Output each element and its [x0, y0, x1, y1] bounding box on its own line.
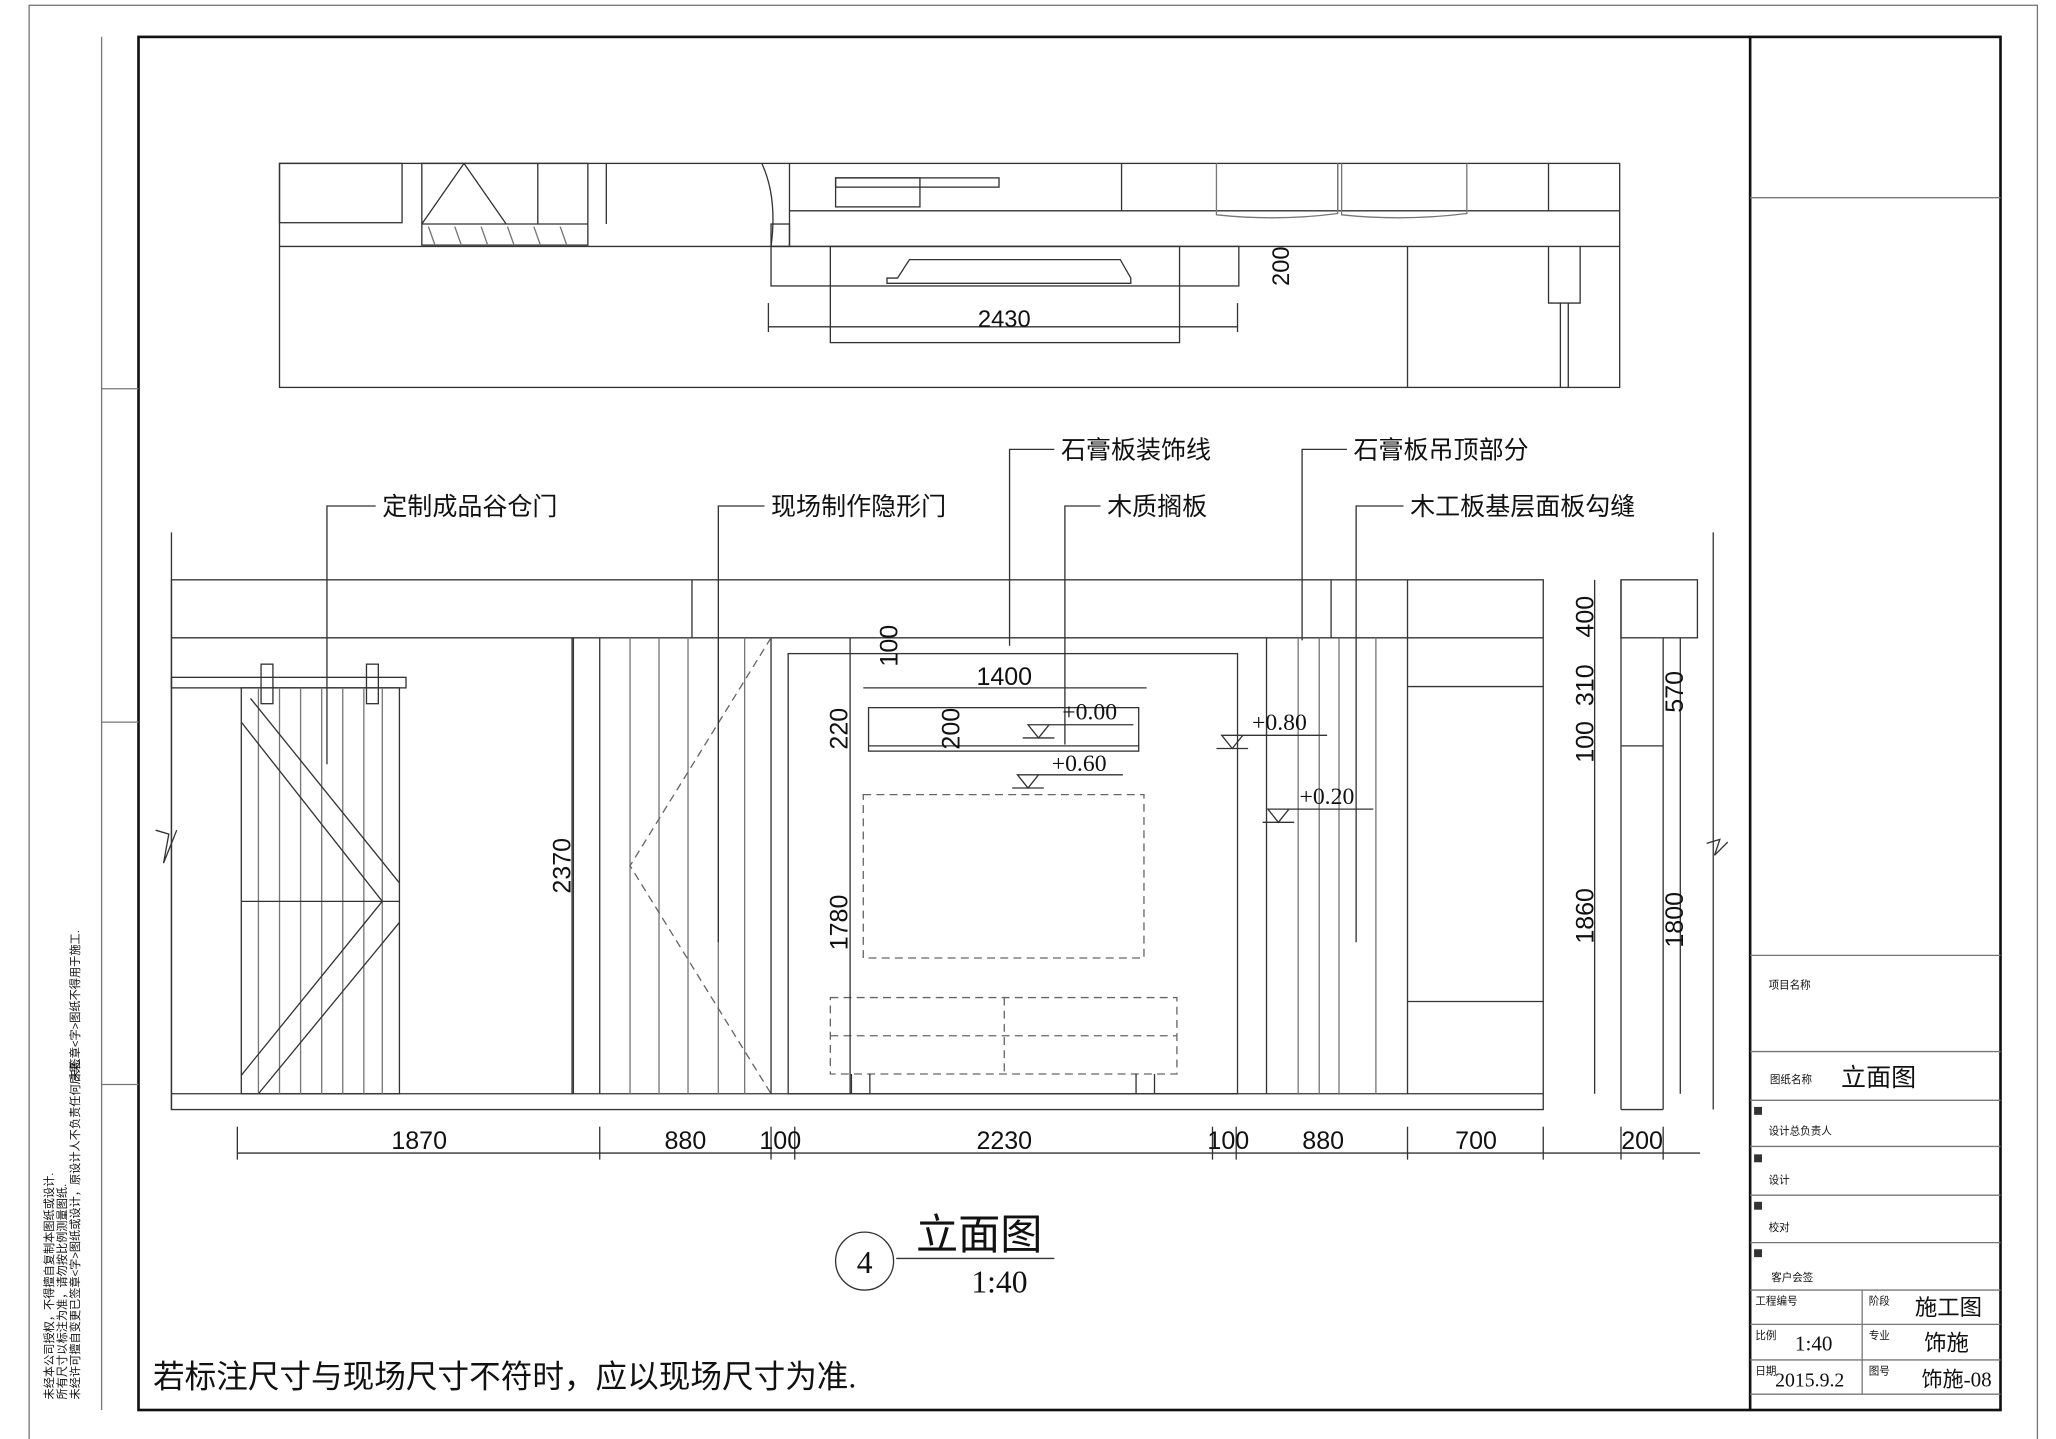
dim-door-height: 2370 [549, 838, 577, 894]
dim-shelf-220: 220 [825, 708, 853, 750]
date-value: 2015.9.2 [1775, 1369, 1844, 1391]
callout-barn-door: 定制成品谷仓门 [382, 493, 557, 521]
callout-panel-groove: 木工板基层面板勾缝 [1410, 493, 1635, 521]
checker-label: 校对 [1769, 1221, 1791, 1234]
drawing-name-label: 图纸名称 [1770, 1073, 1813, 1086]
dim-shelf-width: 1400 [976, 663, 1032, 691]
level-0-00: +0.00 [1062, 699, 1117, 725]
callout-gypsum-ceiling: 石膏板吊顶部分 [1353, 437, 1528, 465]
scale-value: 1:40 [1795, 1332, 1832, 1356]
dim-bottom-4: 2230 [976, 1127, 1032, 1155]
dim-bottom-1: 1870 [391, 1127, 447, 1155]
dim-bottom-8: 200 [1621, 1127, 1663, 1155]
sheet-label: 图号 [1869, 1365, 1890, 1377]
dim-bottom-3: 100 [759, 1127, 801, 1155]
stage-value: 施工图 [1915, 1295, 1982, 1320]
dim-bottom-7: 700 [1455, 1127, 1497, 1155]
barn-door [170, 663, 407, 1095]
level-0-20: +0.20 [1299, 784, 1354, 810]
callout-hidden-door: 现场制作隐形门 [771, 493, 946, 521]
page-border [28, 4, 2039, 1439]
callout-gypsum-line: 石膏板装饰线 [1061, 437, 1211, 465]
title-block: 项目名称 图纸名称 设计总负责人 设计 校对 客户会签 工程编号 阶段 比例 专… [1748, 36, 2001, 1411]
plan-view: 2430 200 [278, 162, 1621, 389]
scale-label: 比例 [1755, 1329, 1776, 1342]
disclaimer: 若标注尺寸与现场尺寸不符时，应以现场尺寸为准. [153, 1360, 856, 1395]
dim-shelf-200: 200 [937, 708, 965, 750]
dim-right-100: 100 [1571, 721, 1599, 763]
discipline-value: 饰施 [1924, 1331, 1969, 1356]
note-3: 未经许可擅自变更已签章<字>图纸或设计，原设计人不负责任何后果. [68, 1059, 82, 1400]
sheet-value: 饰施-08 [1921, 1367, 1991, 1391]
dim-bottom-5: 100 [1207, 1127, 1249, 1155]
left-binding-strip [100, 36, 139, 1411]
dim-tv-height: 1780 [825, 895, 853, 951]
chief-label: 设计总负责人 [1769, 1125, 1833, 1138]
project-no-label: 工程编号 [1755, 1295, 1797, 1308]
discipline-label: 专业 [1869, 1329, 1890, 1342]
view-label: 4 立面图 1:40 [834, 1212, 1055, 1300]
note-4: 未签章<字>图纸不得用于施工. [68, 930, 82, 1080]
view-scale: 1:40 [971, 1265, 1027, 1300]
dim-side-1800: 1800 [1661, 892, 1689, 948]
drawing-frame [137, 35, 2002, 1412]
dim-bottom-2: 880 [665, 1127, 707, 1155]
note-1: 未经本公司授权，不得擅自复制本图纸或设计. [42, 1173, 56, 1400]
plan-width-dim: 2430 [978, 307, 1031, 333]
designer-label: 设计 [1769, 1173, 1791, 1186]
view-number: 4 [857, 1245, 873, 1280]
dim-right-310: 310 [1571, 664, 1599, 706]
dim-frame-top: 100 [876, 625, 904, 667]
drawing-name: 立面图 [1841, 1064, 1916, 1092]
dim-right-400: 400 [1571, 596, 1599, 638]
view-title: 立面图 [916, 1212, 1042, 1259]
project-label: 项目名称 [1769, 978, 1812, 991]
dim-right-1860: 1860 [1571, 888, 1599, 944]
date-label: 日期 [1755, 1365, 1776, 1377]
client-label: 客户会签 [1771, 1271, 1814, 1284]
dim-side-570: 570 [1661, 671, 1689, 713]
plan-depth-dim: 200 [1269, 246, 1295, 286]
level-0-80: +0.80 [1252, 710, 1307, 736]
stage-label: 阶段 [1869, 1295, 1891, 1308]
level-0-60: +0.60 [1052, 751, 1107, 777]
note-2: 所有尺寸以标注为准，请勿按比例测量图纸. [55, 1184, 69, 1400]
notes: 未经本公司授权，不得擅自复制本图纸或设计. 所有尺寸以标注为准，请勿按比例测量图… [42, 930, 82, 1399]
tv-icon [886, 258, 1132, 284]
elevation-view: 定制成品谷仓门 现场制作隐形门 石膏板装饰线 木质搁板 石膏板吊顶部分 木工板基… [155, 437, 1729, 1160]
callout-wood-shelf: 木质搁板 [1107, 493, 1207, 521]
dim-bottom-6: 880 [1302, 1127, 1344, 1155]
